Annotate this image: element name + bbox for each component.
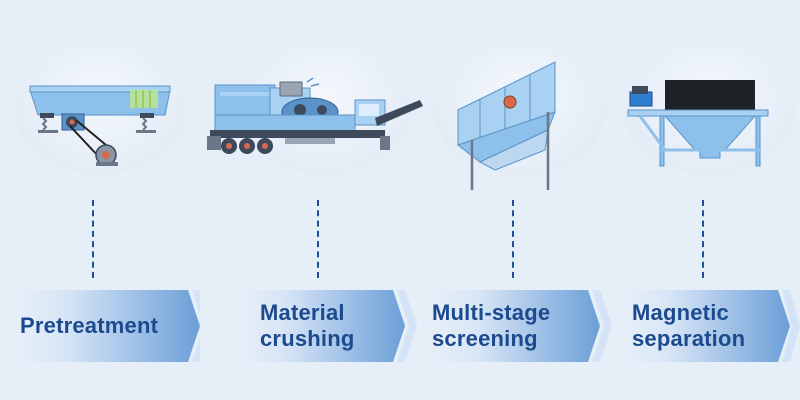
vibrating-feeder-icon — [29, 85, 171, 166]
step-label: Magnetic separation — [632, 296, 800, 356]
step-label: Multi-stage screening — [432, 296, 612, 356]
connector-line — [702, 200, 704, 278]
step-label: Material crushing — [260, 296, 440, 356]
stage-magnetic-separation: Magnetic separation — [610, 0, 800, 400]
step-arrow — [0, 290, 200, 362]
step-arrow — [610, 290, 800, 362]
mobile-crusher-icon — [207, 77, 423, 154]
step-label-line1: Magnetic — [632, 300, 729, 325]
connector-line — [92, 200, 94, 278]
vibrating-screen-icon — [456, 61, 556, 190]
connector-line — [317, 200, 319, 278]
step-label-line2: screening — [432, 326, 538, 351]
step-label-line2: crushing — [260, 326, 355, 351]
stage-pretreatment: Pretreatment — [0, 0, 200, 400]
step-arrow — [225, 290, 417, 362]
step-label-line2: separation — [632, 326, 746, 351]
magnetic-separator-icon — [627, 80, 769, 167]
stage-multi-stage-screening: Multi-stage screening — [420, 0, 620, 400]
step-label: Pretreatment — [20, 296, 200, 356]
step-arrow — [420, 290, 612, 362]
step-label-line1: Material — [260, 300, 345, 325]
step-label-line1: Multi-stage — [432, 300, 551, 325]
connector-line — [512, 200, 514, 278]
step-label-line1: Pretreatment — [20, 313, 159, 338]
stage-material-crushing: Material crushing — [207, 0, 425, 400]
